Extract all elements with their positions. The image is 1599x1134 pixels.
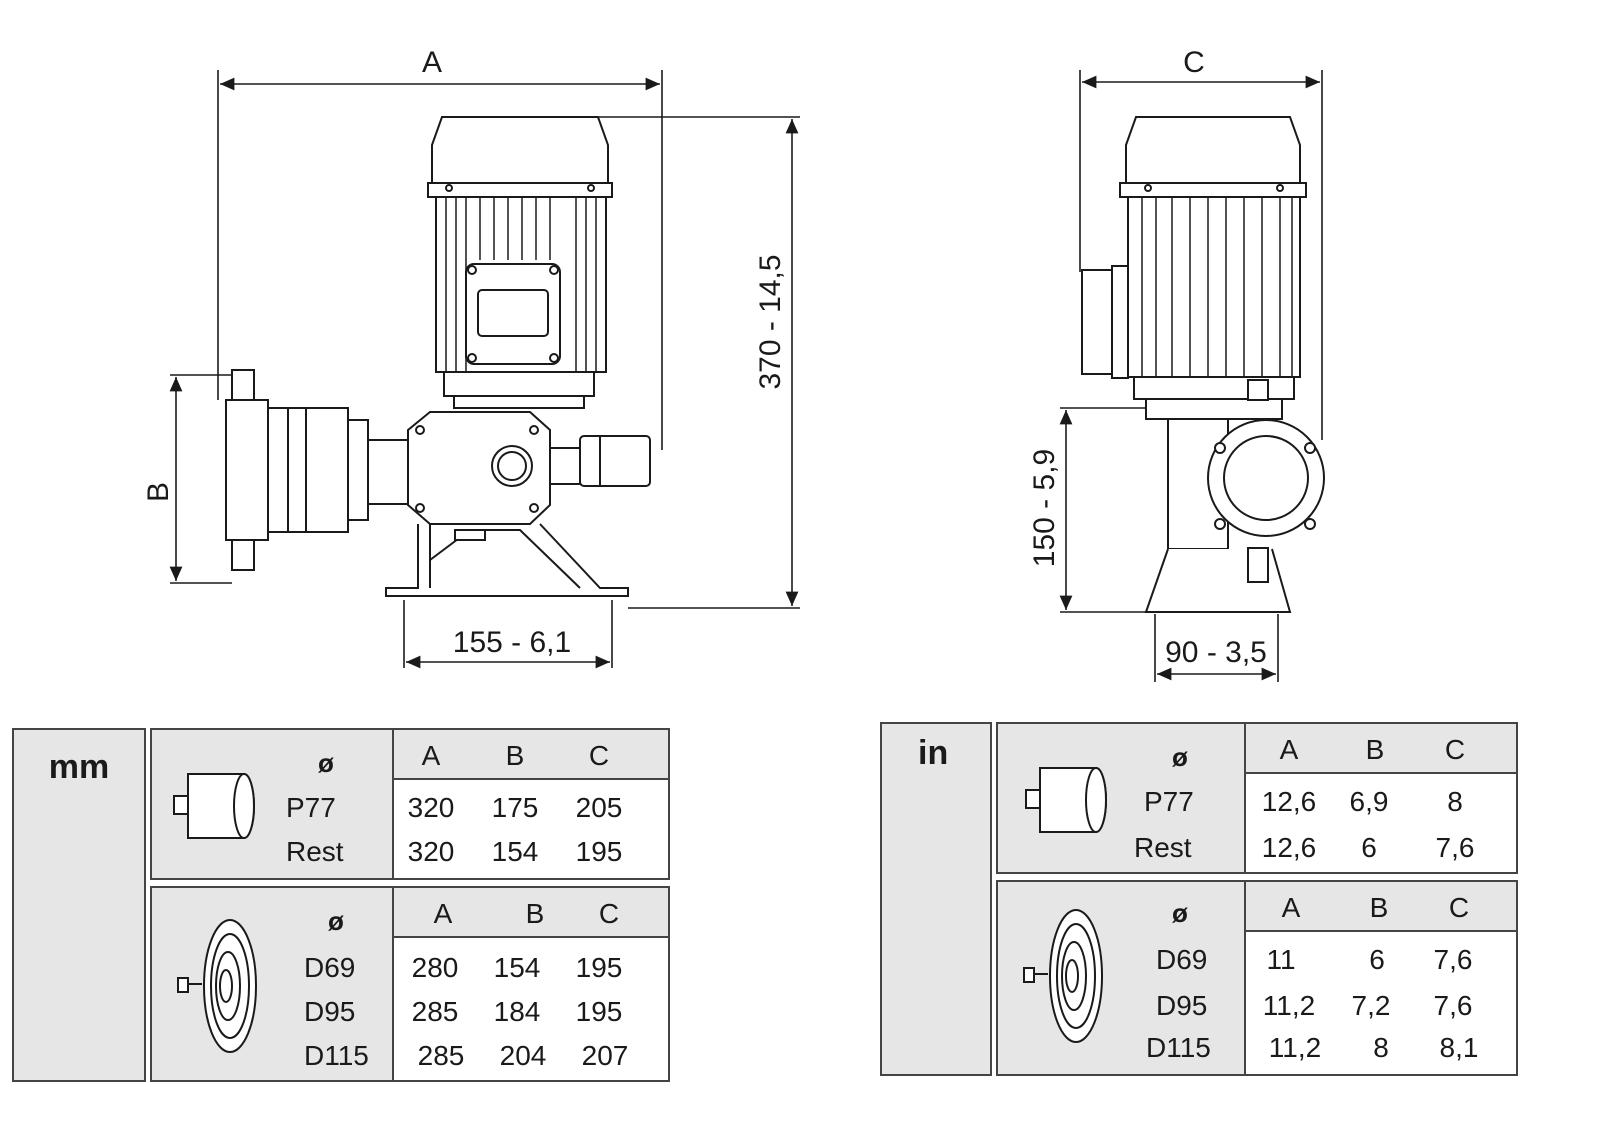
table-cell: 6: [1361, 832, 1377, 863]
piston-head-icon: [173, 773, 255, 839]
in-diaphragm-panel: ø D69 D95 D115 A B C 11 6 7,6 11,2 7,2 7…: [996, 880, 1518, 1076]
table-cell: 12,6: [1261, 832, 1317, 863]
mm-piston-values: A B C 320 175 205 320 154 195: [392, 730, 668, 878]
table-cell: 12,6: [1261, 786, 1317, 817]
table-cell: 11,2: [1268, 1032, 1322, 1063]
in-piston-model-1: P77: [1144, 786, 1194, 817]
table-cell: 195: [575, 996, 623, 1027]
col-header-a: A: [1279, 734, 1299, 765]
mm-diaphragm-model-1: D69: [304, 952, 356, 983]
col-header-a: A: [1281, 892, 1301, 923]
in-diaphragm-header-row: A B C: [1246, 882, 1516, 932]
front-dimensions: [169, 70, 800, 669]
table-cell: 175: [491, 792, 539, 823]
in-diaphragm-model-2: D95: [1156, 990, 1208, 1021]
col-header-c: C: [588, 740, 610, 771]
dim-a-label: A: [422, 46, 442, 79]
col-header-b: B: [505, 740, 525, 771]
table-cell: 285: [417, 1040, 465, 1071]
mm-piston-panel: ø P77 Rest A B C 320 175 205 320 154 195: [150, 728, 670, 880]
table-cell: 6,9: [1349, 786, 1389, 817]
table-cell: 154: [493, 952, 541, 983]
table-cell: 8: [1373, 1032, 1389, 1063]
mm-diaphragm-model-3: D115: [304, 1040, 369, 1071]
in-diaphragm-values: A B C 11 6 7,6 11,2 7,2 7,6 11,2 8 8,1: [1244, 882, 1516, 1074]
side-view: [1081, 116, 1325, 613]
dim-front-height-label: 370 - 14,5: [754, 254, 787, 389]
dim-side-height-label: 150 - 5,9: [1028, 449, 1061, 567]
in-piston-header-row: A B C: [1246, 724, 1516, 774]
table-cell: 320: [407, 792, 455, 823]
table-cell: 285: [411, 996, 459, 1027]
front-view: [225, 116, 651, 597]
mm-unit-label: mm: [48, 748, 110, 786]
in-diaphragm-model-1: D69: [1156, 944, 1208, 975]
in-piston-panel: ø P77 Rest A B C 12,6 6,9 8 12,6 6 7,6: [996, 722, 1518, 874]
table-cell: 204: [499, 1040, 547, 1071]
technical-drawing: A B 370 - 14,5 155 - 6,1: [142, 46, 1325, 682]
in-piston-values: A B C 12,6 6,9 8 12,6 6 7,6: [1244, 724, 1516, 872]
table-cell: 195: [575, 952, 623, 983]
col-header-b: B: [1365, 734, 1385, 765]
mm-diaphragm-model-2: D95: [304, 996, 356, 1027]
piston-head-icon: [1025, 767, 1107, 833]
table-cell: 280: [411, 952, 459, 983]
diaphragm-head-icon: [1023, 909, 1103, 1043]
table-cell: 7,6: [1435, 832, 1475, 863]
table-cell: 6: [1369, 944, 1385, 975]
mm-piston-model-1: P77: [286, 792, 336, 823]
col-header-a: A: [421, 740, 441, 771]
side-dimensions: [1059, 70, 1323, 682]
in-diaphragm-phi: ø: [1172, 898, 1188, 928]
table-cell: 8,1: [1439, 1032, 1479, 1063]
dim-side-base-label: 90 - 3,5: [1165, 636, 1267, 669]
in-piston-model-2: Rest: [1134, 832, 1192, 863]
col-header-c: C: [1444, 734, 1466, 765]
table-cell: 154: [491, 836, 539, 867]
table-cell: 7,6: [1433, 990, 1473, 1021]
table-cell: 7,2: [1351, 990, 1391, 1021]
diaphragm-head-icon: [177, 919, 257, 1053]
col-header-c: C: [598, 898, 620, 929]
mm-piston-header-row: A B C: [394, 730, 668, 780]
table-cell: 8: [1447, 786, 1463, 817]
mm-diaphragm-panel: ø D69 D95 D115 A B C 280 154 195 285 184…: [150, 886, 670, 1082]
table-cell: 320: [407, 836, 455, 867]
mm-diaphragm-phi: ø: [328, 906, 344, 936]
table-cell: 184: [493, 996, 541, 1027]
in-unit-cell: in: [880, 722, 992, 1076]
table-cell: 207: [581, 1040, 629, 1071]
in-diaphragm-model-3: D115: [1146, 1032, 1211, 1063]
table-cell: 11: [1266, 944, 1296, 975]
mm-unit-cell: mm: [12, 728, 146, 1082]
mm-piston-model-2: Rest: [286, 836, 344, 867]
table-cell: 11,2: [1262, 990, 1316, 1021]
table-cell: 195: [575, 836, 623, 867]
in-unit-label: in: [918, 734, 949, 772]
table-cell: 205: [575, 792, 623, 823]
dim-c-label: C: [1183, 46, 1205, 79]
mm-piston-phi: ø: [318, 748, 334, 778]
col-header-b: B: [1369, 892, 1389, 923]
mm-diaphragm-header-row: A B C: [394, 888, 668, 938]
mm-diaphragm-values: A B C 280 154 195 285 184 195 285 204 20…: [392, 888, 668, 1080]
col-header-a: A: [433, 898, 453, 929]
in-piston-phi: ø: [1172, 742, 1188, 772]
dim-b-label: B: [142, 482, 175, 502]
table-cell: 7,6: [1433, 944, 1473, 975]
dim-front-base-label: 155 - 6,1: [453, 626, 571, 659]
col-header-c: C: [1448, 892, 1470, 923]
col-header-b: B: [525, 898, 545, 929]
